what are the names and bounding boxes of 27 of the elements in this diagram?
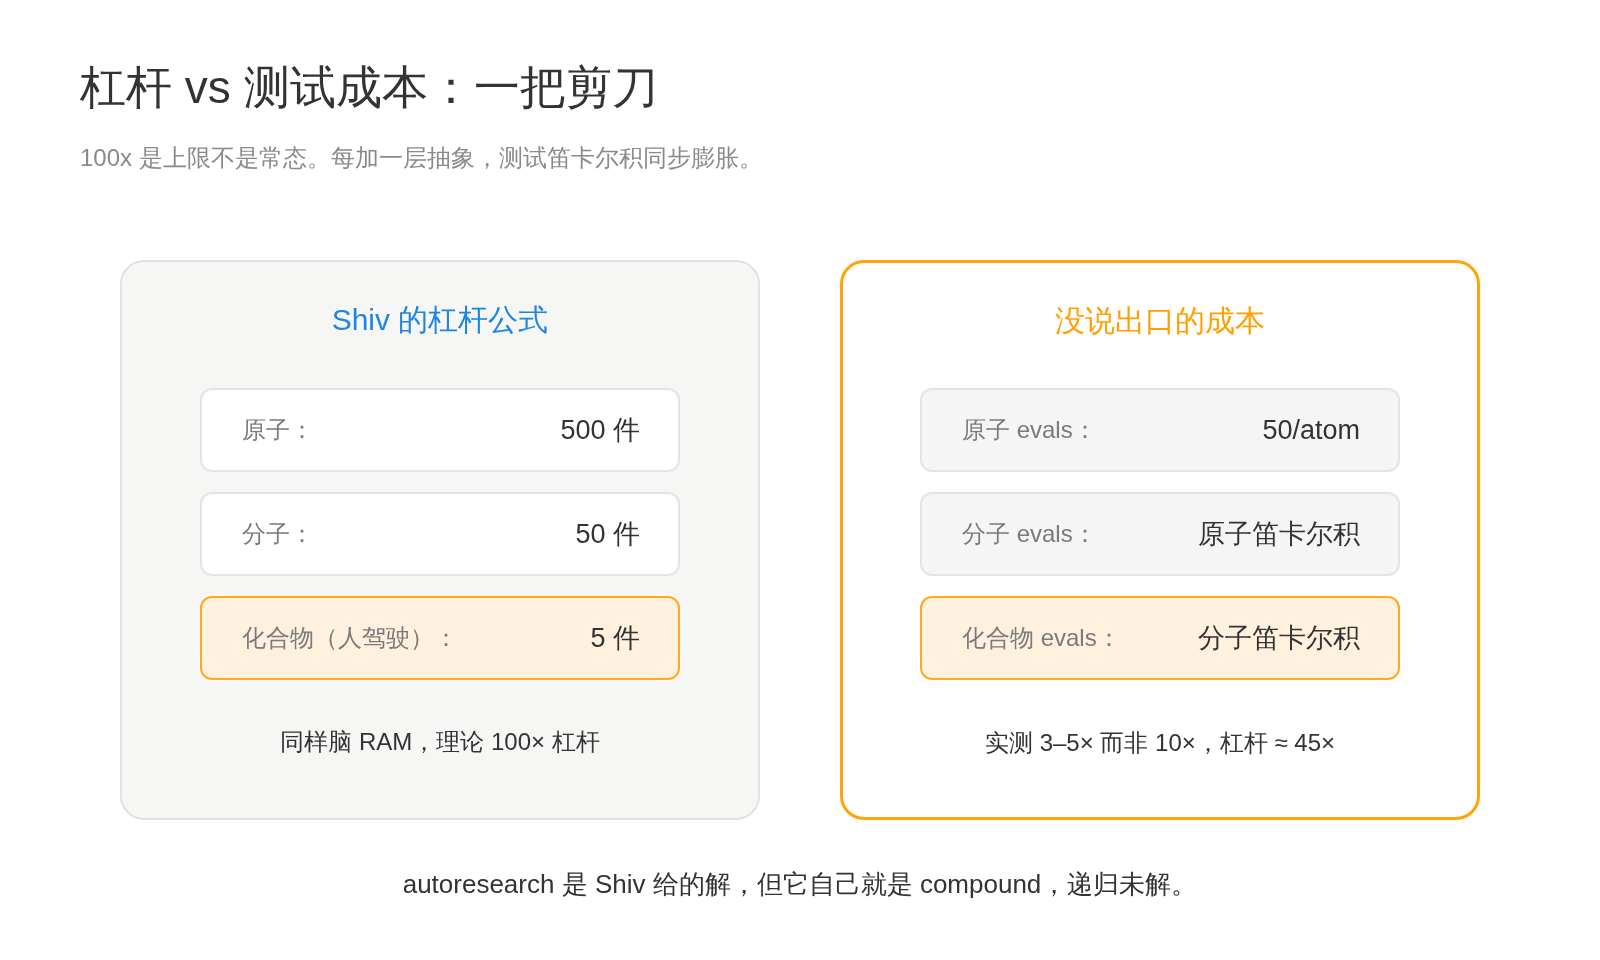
row-label: 化合物（人驾驶）： <box>242 623 458 653</box>
comparison-panel <box>840 260 1480 820</box>
metric-row <box>920 492 1400 576</box>
row-value: 500 件 <box>560 414 640 447</box>
row-label: 原子 evals： <box>962 415 1097 445</box>
metric-row <box>200 388 680 472</box>
highlighted-row <box>920 596 1400 680</box>
row-label: 分子： <box>242 519 314 549</box>
panel-note: 实测 3–5× 而非 10×，杠杆 ≈ 45× <box>985 729 1335 756</box>
subtitle: 100x 是上限不是常态。每加一层抽象，测试笛卡尔积同步膨胀。 <box>80 143 763 173</box>
row-value: 50 件 <box>575 518 640 551</box>
highlighted-row <box>200 596 680 680</box>
panel-heading: Shiv 的杠杆公式 <box>331 303 549 336</box>
caption: autoresearch 是 Shiv 给的解，但它自己就是 compound，递归未解。 <box>402 869 1198 899</box>
row-label: 分子 evals： <box>962 519 1097 549</box>
row-label: 化合物 evals： <box>962 623 1121 653</box>
row-value: 5 件 <box>590 622 640 655</box>
row-value: 原子笛卡尔积 <box>1198 518 1360 551</box>
row-value: 50/atom <box>1262 414 1360 446</box>
row-value: 分子笛卡尔积 <box>1198 622 1360 655</box>
title: 杠杆 vs 测试成本：一把剪刀 <box>80 60 658 115</box>
panel-note: 同样脑 RAM，理论 100× 杠杆 <box>280 728 600 755</box>
row-label: 原子： <box>242 415 314 445</box>
metric-row <box>200 492 680 576</box>
metric-row <box>920 388 1400 472</box>
comparison-panel <box>120 260 760 820</box>
panel-heading: 没说出口的成本 <box>1055 304 1265 337</box>
